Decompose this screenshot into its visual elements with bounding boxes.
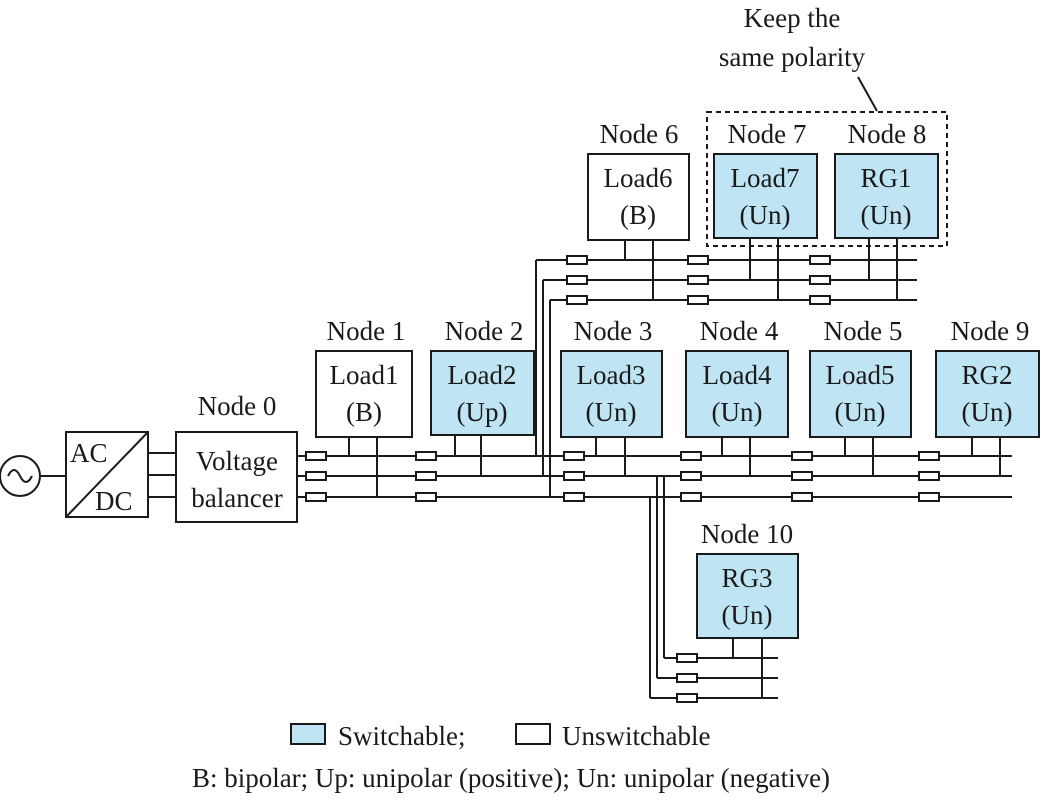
- fuse: [791, 492, 813, 502]
- fuse: [809, 295, 831, 305]
- fuse: [415, 451, 437, 461]
- node-0-label: Node 0: [198, 391, 277, 421]
- converter-ac-label: AC: [70, 438, 108, 468]
- node-6-label: Node 6: [600, 119, 679, 149]
- load4-name: Load4: [703, 360, 772, 390]
- fuse: [305, 492, 327, 502]
- load6-box: Load6 (B): [587, 153, 690, 241]
- annotation-pointer: [857, 76, 878, 112]
- fuse: [809, 255, 831, 265]
- legend-switchable-swatch: [290, 723, 326, 745]
- legend-unswitchable-swatch: [515, 723, 551, 745]
- node-1-label: Node 1: [327, 316, 406, 346]
- rg1-box: RG1 (Un): [834, 153, 939, 239]
- fuse: [687, 295, 709, 305]
- node-5-label: Node 5: [824, 316, 903, 346]
- fuse: [809, 275, 831, 285]
- fuse: [563, 471, 585, 481]
- load6-type: (B): [620, 200, 656, 230]
- converter-dc-label: DC: [95, 486, 133, 516]
- load2-name: Load2: [448, 360, 517, 390]
- rg2-box: RG2 (Un): [935, 350, 1040, 438]
- node-3-label: Node 3: [574, 316, 653, 346]
- node-7-label: Node 7: [728, 119, 807, 149]
- fuse: [566, 295, 588, 305]
- load-drop-wires: [348, 238, 1001, 698]
- legend-switchable-label: Switchable;: [338, 721, 465, 751]
- load1-name: Load1: [330, 360, 399, 390]
- load5-type: (Un): [835, 397, 886, 427]
- fuse: [415, 492, 437, 502]
- fuse: [791, 451, 813, 461]
- node-4-label: Node 4: [700, 316, 779, 346]
- fuse: [563, 492, 585, 502]
- upper-branch-wires: [535, 259, 917, 497]
- ac-source-icon: [0, 455, 41, 497]
- converter-to-balancer-wires: [148, 452, 176, 498]
- fuse: [918, 451, 940, 461]
- same-polarity-group-border: [706, 111, 948, 247]
- rg3-name: RG3: [721, 563, 772, 593]
- fuse: [680, 451, 702, 461]
- fuse: [676, 673, 698, 683]
- fuses-upper-branch: [566, 255, 831, 305]
- load7-type: (Un): [740, 200, 791, 230]
- rg1-name: RG1: [860, 163, 911, 193]
- load2-box: Load2 (Up): [430, 350, 535, 436]
- node-10-label: Node 10: [701, 519, 793, 549]
- legend-unswitchable-label: Unswitchable: [562, 721, 710, 751]
- fuse: [680, 471, 702, 481]
- rg2-type: (Un): [962, 397, 1013, 427]
- fuse: [791, 471, 813, 481]
- rg3-type: (Un): [722, 600, 773, 630]
- load7-name: Load7: [731, 163, 800, 193]
- node-2-label: Node 2: [445, 316, 524, 346]
- load4-type: (Un): [712, 397, 763, 427]
- load2-type: (Up): [457, 397, 508, 427]
- fuse: [305, 471, 327, 481]
- rg2-name: RG2: [961, 360, 1012, 390]
- fuse: [566, 255, 588, 265]
- rg1-type: (Un): [861, 200, 912, 230]
- fuse: [687, 255, 709, 265]
- fuse: [305, 451, 327, 461]
- fuses-main-bus: [305, 451, 940, 502]
- load3-name: Load3: [577, 360, 646, 390]
- fuse: [918, 492, 940, 502]
- fuse: [563, 451, 585, 461]
- fuse: [680, 492, 702, 502]
- load4-box: Load4 (Un): [685, 350, 789, 438]
- legend: Switchable; Unswitchable B: bipolar; Up:…: [192, 721, 830, 793]
- node-8-label: Node 8: [848, 119, 927, 149]
- fuse: [918, 471, 940, 481]
- load3-box: Load3 (Un): [560, 350, 663, 438]
- fuses-lower-branch: [676, 653, 698, 703]
- node-9-label: Node 9: [951, 316, 1030, 346]
- load6-name: Load6: [604, 163, 673, 193]
- load1-box: Load1 (B): [315, 350, 413, 438]
- voltage-balancer-box: Voltage balancer: [175, 431, 298, 523]
- load5-box: Load5 (Un): [809, 350, 912, 438]
- annotation-line2: same polarity: [719, 42, 866, 72]
- ac-dc-converter: AC DC: [65, 431, 149, 518]
- fuse: [415, 471, 437, 481]
- main-bus-wires: [297, 455, 1012, 498]
- load1-type: (B): [346, 397, 382, 427]
- fuse: [676, 693, 698, 703]
- rg3-box: RG3 (Un): [696, 553, 799, 639]
- fuse: [687, 275, 709, 285]
- fuse: [566, 275, 588, 285]
- legend-abbreviation-note: B: bipolar; Up: unipolar (positive); Un:…: [192, 763, 830, 793]
- annotation-line1: Keep the: [744, 3, 841, 33]
- voltage-balancer-line2: balancer: [191, 483, 282, 513]
- fuse: [676, 653, 698, 663]
- load7-box: Load7 (Un): [713, 153, 818, 239]
- load5-name: Load5: [826, 360, 895, 390]
- load3-type: (Un): [586, 397, 637, 427]
- voltage-balancer-line1: Voltage: [196, 446, 278, 476]
